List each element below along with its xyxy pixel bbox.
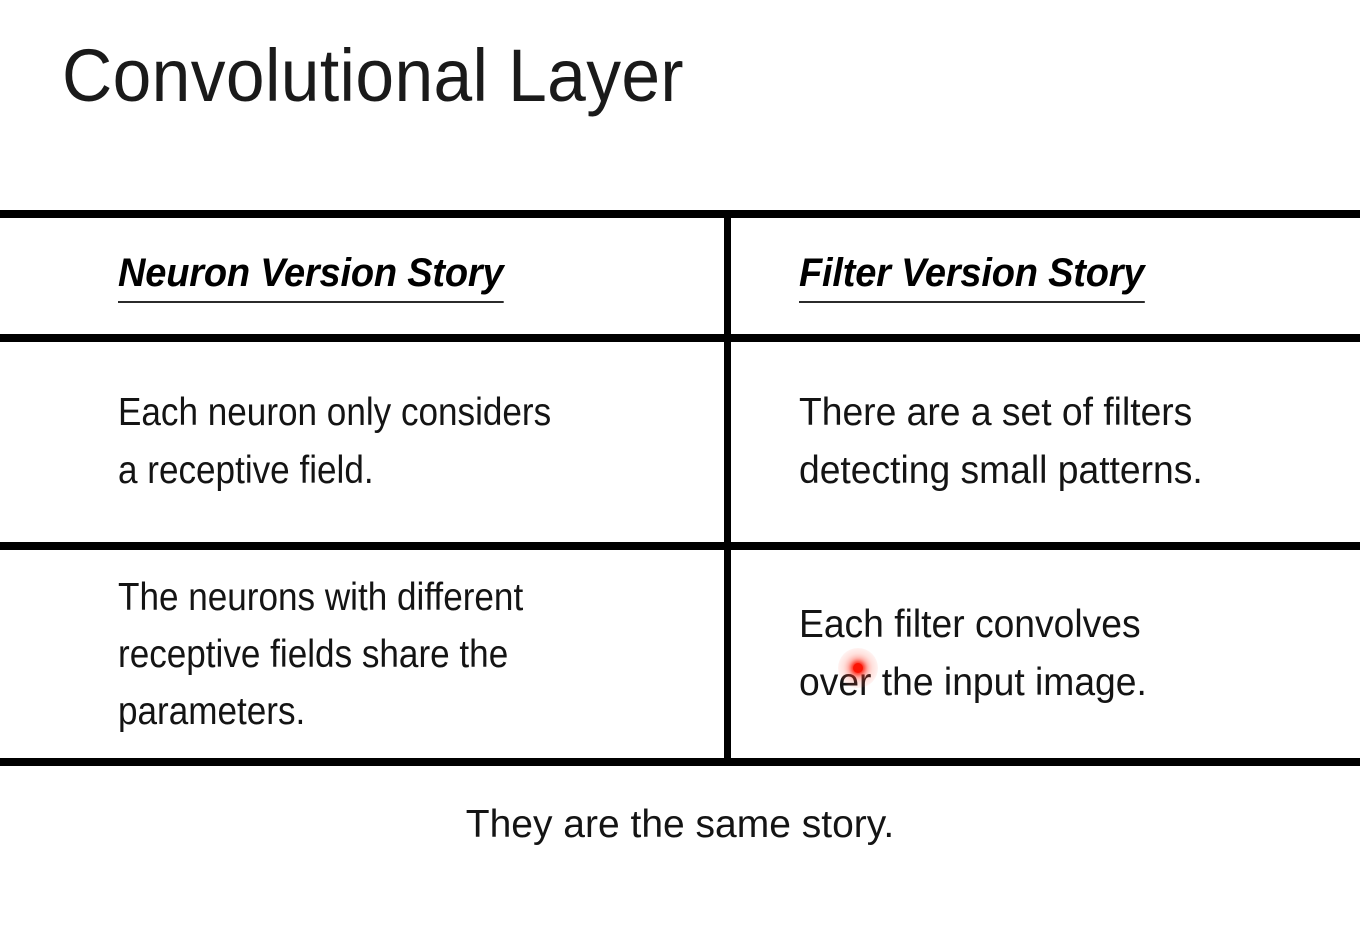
table-header-cell-left: Neuron Version Story [0, 218, 724, 334]
column-header-filter-version-story: Filter Version Story [799, 250, 1145, 303]
page-title: Convolutional Layer [62, 34, 684, 117]
table-bottom-rule [0, 758, 1360, 766]
cell-text-neuron-receptive-field: Each neuron only considers a receptive f… [118, 391, 552, 492]
table-column-divider [724, 210, 731, 766]
table-row: The neurons with different receptive fie… [0, 550, 724, 758]
table-header-cell-right: Filter Version Story [731, 218, 1360, 334]
footer-conclusion-text: They are the same story. [465, 803, 895, 846]
table-row: Each filter convolves over the input ima… [731, 550, 1360, 758]
comparison-table: Neuron Version Story Filter Version Stor… [0, 210, 1360, 766]
cell-text-filters-small-patterns: There are a set of filters detecting sma… [799, 391, 1203, 492]
table-header-rule [0, 334, 1360, 342]
column-header-neuron-version-story: Neuron Version Story [118, 250, 504, 303]
table-row: There are a set of filters detecting sma… [731, 342, 1360, 542]
cell-text-filter-convolves: Each filter convolves over the input ima… [799, 603, 1147, 704]
table-top-rule [0, 210, 1360, 218]
table-row-divider [0, 542, 1360, 550]
cell-text-share-parameters: The neurons with different receptive fie… [118, 575, 524, 733]
table-row: Each neuron only considers a receptive f… [0, 342, 724, 542]
